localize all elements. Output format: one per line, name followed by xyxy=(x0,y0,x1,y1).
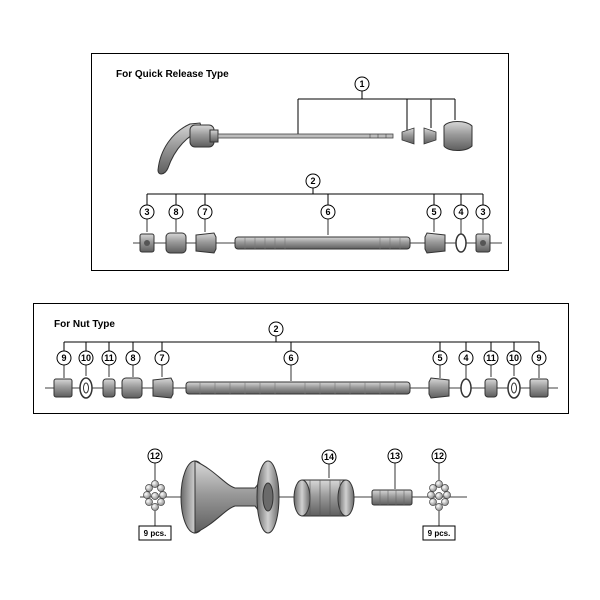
callout-6-qr-axle: 6 xyxy=(320,204,336,220)
left-bearing-balls xyxy=(143,480,167,511)
svg-text:6: 6 xyxy=(325,207,330,217)
right-bearing-balls xyxy=(427,480,451,511)
svg-text:12: 12 xyxy=(150,451,160,461)
qr-axle xyxy=(234,236,411,250)
callout-3-qr-left-locknut: 3 xyxy=(139,204,155,220)
nut-left-lock-washer xyxy=(102,378,116,398)
svg-text:8: 8 xyxy=(173,207,178,217)
callout-3-qr-right-locknut: 3 xyxy=(475,204,491,220)
callout-4-nut-right-washer: 4 xyxy=(458,350,474,366)
svg-text:9 pcs.: 9 pcs. xyxy=(144,529,167,538)
svg-text:6: 6 xyxy=(288,353,293,363)
callout-12-right-bearings: 12 xyxy=(431,448,447,464)
hub-shell xyxy=(180,460,280,534)
svg-text:9: 9 xyxy=(536,353,541,363)
svg-text:11: 11 xyxy=(486,353,496,363)
svg-text:12: 12 xyxy=(434,451,444,461)
nut-type-panel-title: For Nut Type xyxy=(54,319,115,330)
callout-13-freehub-fixing-bolt: 13 xyxy=(387,448,403,464)
freehub-body xyxy=(293,479,355,517)
nut-left-spacer xyxy=(121,377,143,399)
callout-10-nut-right-washer: 10 xyxy=(506,350,522,366)
callout-2-qr-axle-assembly: 2 xyxy=(305,173,321,189)
skewer-adjusting-nut xyxy=(443,121,473,151)
svg-text:7: 7 xyxy=(202,207,207,217)
callout-2-nut-axle-assembly: 2 xyxy=(268,321,284,337)
callout-4-qr-right-washer: 4 xyxy=(453,204,469,220)
callout-7-qr-left-cone: 7 xyxy=(197,204,213,220)
quick-release-lever xyxy=(157,122,219,175)
nut-right-washer-b xyxy=(507,377,521,399)
svg-text:3: 3 xyxy=(480,207,485,217)
qr-left-cone xyxy=(195,232,217,254)
svg-text:9 pcs.: 9 pcs. xyxy=(428,529,451,538)
callout-7-nut-left-cone: 7 xyxy=(154,350,170,366)
svg-text:8: 8 xyxy=(130,353,135,363)
qr-right-cone xyxy=(424,232,446,254)
skewer-rod xyxy=(217,133,394,139)
svg-text:7: 7 xyxy=(159,353,164,363)
freehub-fixing-bolt xyxy=(371,489,413,506)
svg-text:4: 4 xyxy=(463,353,468,363)
qr-left-locknut xyxy=(139,233,155,253)
callout-11-nut-right-lock-washer: 11 xyxy=(483,350,499,366)
callout-12-left-bearings: 12 xyxy=(147,448,163,464)
svg-text:2: 2 xyxy=(310,176,315,186)
svg-text:11: 11 xyxy=(104,353,114,363)
svg-text:14: 14 xyxy=(324,452,334,462)
callout-11-nut-left-lock-washer: 11 xyxy=(101,350,117,366)
callout-1-qr-skewer: 1 xyxy=(354,76,370,92)
right-bearings-quantity-box: 9 pcs. xyxy=(422,525,456,541)
svg-text:1: 1 xyxy=(359,79,364,89)
svg-text:4: 4 xyxy=(458,207,463,217)
callout-8-nut-left-spacer: 8 xyxy=(125,350,141,366)
nut-axle xyxy=(185,381,411,395)
nut-left-hub-nut xyxy=(53,378,73,398)
nut-right-lock-washer xyxy=(484,378,498,398)
svg-text:10: 10 xyxy=(509,353,519,363)
svg-text:2: 2 xyxy=(273,324,278,334)
qr-left-spacer xyxy=(165,232,187,254)
nut-right-hub-nut xyxy=(529,378,549,398)
nut-right-cone xyxy=(428,377,450,399)
callout-8-qr-left-spacer: 8 xyxy=(168,204,184,220)
qr-right-washer xyxy=(455,233,467,253)
skewer-spring-right xyxy=(423,127,437,145)
svg-text:13: 13 xyxy=(390,451,400,461)
svg-text:5: 5 xyxy=(431,207,436,217)
svg-text:10: 10 xyxy=(81,353,91,363)
nut-left-cone xyxy=(152,377,174,399)
callout-5-nut-right-cone: 5 xyxy=(432,350,448,366)
svg-text:5: 5 xyxy=(437,353,442,363)
left-bearings-quantity-box: 9 pcs. xyxy=(138,525,172,541)
callout-6-nut-axle: 6 xyxy=(283,350,299,366)
nut-right-washer xyxy=(460,378,472,398)
svg-text:3: 3 xyxy=(144,207,149,217)
svg-text:9: 9 xyxy=(61,353,66,363)
callout-5-qr-right-cone: 5 xyxy=(426,204,442,220)
callout-10-nut-left-washer: 10 xyxy=(78,350,94,366)
callout-9-nut-left-hub-nut: 9 xyxy=(56,350,72,366)
nut-left-washer xyxy=(79,377,93,399)
qr-right-locknut xyxy=(475,233,491,253)
quick-release-panel-title: For Quick Release Type xyxy=(116,69,229,80)
callout-9-nut-right-hub-nut: 9 xyxy=(531,350,547,366)
callout-14-freehub-body: 14 xyxy=(321,449,337,465)
skewer-spring-left xyxy=(401,127,415,145)
